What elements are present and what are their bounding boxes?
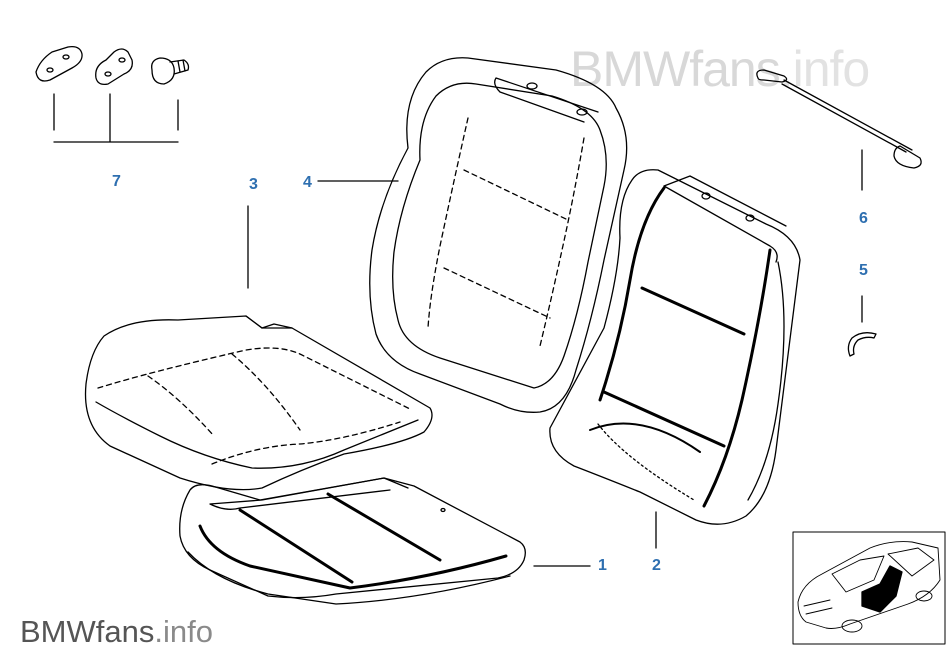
part-4-backrest-cover[interactable]	[317, 57, 628, 413]
screw-thread	[177, 59, 186, 73]
part-1-seat-padding[interactable]	[179, 477, 591, 605]
part-7-fasteners[interactable]	[35, 46, 190, 143]
pad-hole-2	[745, 214, 755, 222]
callout-4: 4	[303, 174, 312, 191]
bracket-hole-2b	[118, 57, 126, 63]
vehicle-locator-thumbnail	[792, 531, 946, 645]
backrest-stitch-cross-2	[443, 267, 551, 319]
backrest-pad-outline	[549, 169, 801, 525]
backrest-pad-seam-1	[640, 286, 746, 336]
backrest-pad-right-edge	[702, 248, 772, 508]
backrest-stitch-right	[539, 137, 585, 347]
screw-shaft	[169, 59, 190, 75]
car-seat-highlight	[861, 565, 903, 613]
backrest-pad-left-edge	[598, 186, 666, 402]
callout-5: 5	[859, 262, 868, 279]
callout-6: 6	[859, 210, 868, 227]
backrest-pad-lower-curve	[589, 422, 701, 453]
seat-cover-outline	[84, 315, 433, 491]
backrest-pad-seam-2	[602, 390, 726, 448]
seat-cover-back-flap	[245, 315, 293, 329]
backrest-cover-outline	[369, 57, 628, 413]
backrest-pad-top	[663, 175, 787, 263]
bracket-hole-1b	[62, 54, 70, 60]
seat-cover-stitch-outer	[97, 347, 413, 411]
seat-pad-seam-1	[238, 508, 354, 584]
cable-wire-2	[781, 83, 907, 153]
pad-hole-1	[701, 192, 711, 200]
callout-7: 7	[112, 173, 121, 190]
backrest-stitch-left	[427, 117, 469, 329]
seat-pad-outline	[179, 477, 526, 599]
callout-1: 1	[598, 557, 607, 574]
seat-pad-seam-2	[326, 492, 442, 562]
seat-pad-top-panel	[209, 477, 409, 510]
seat-pad-front-lip	[187, 551, 511, 605]
part-6-cable[interactable]	[756, 69, 922, 191]
backrest-pad-shadow	[597, 423, 695, 501]
seat-pad-front-edge	[198, 524, 508, 590]
seat-cover-stitch-2	[231, 353, 301, 431]
seat-cover-stitch-1	[147, 375, 215, 437]
clip-shape	[847, 332, 877, 357]
car-outline	[797, 541, 941, 633]
backrest-hole-2	[576, 108, 588, 116]
backrest-hole-1	[526, 82, 538, 90]
watermark-top: BMWfans.info	[570, 41, 870, 97]
bracket-hole-1a	[46, 67, 54, 73]
locator-frame	[792, 531, 946, 645]
backrest-top-panel	[494, 77, 599, 123]
part-5-clip[interactable]	[847, 295, 877, 357]
bracket-hole-2a	[104, 71, 112, 77]
seat-cover-front-rim	[95, 401, 419, 469]
backrest-pad-side-bolster	[747, 261, 785, 501]
seat-cover-stitch-inner	[211, 421, 401, 465]
bracket-plate-1	[35, 46, 83, 82]
watermark-bottom: BMWfans.info	[20, 614, 213, 649]
callout-3: 3	[249, 176, 258, 193]
screw-head	[151, 57, 175, 85]
backrest-stitch-cross-1	[463, 169, 569, 221]
seat-pad-hole	[440, 507, 446, 513]
cable-wire	[783, 79, 913, 151]
callout-2: 2	[652, 557, 661, 574]
part-3-seat-cover[interactable]	[84, 205, 433, 491]
backrest-cover-inner-edge	[392, 82, 607, 389]
bracket-plate-2	[95, 48, 133, 86]
part-2-backrest-padding[interactable]	[549, 169, 801, 549]
cable-loop-top	[756, 69, 788, 83]
leader-7	[53, 93, 179, 143]
cable-loop-end	[893, 145, 922, 169]
